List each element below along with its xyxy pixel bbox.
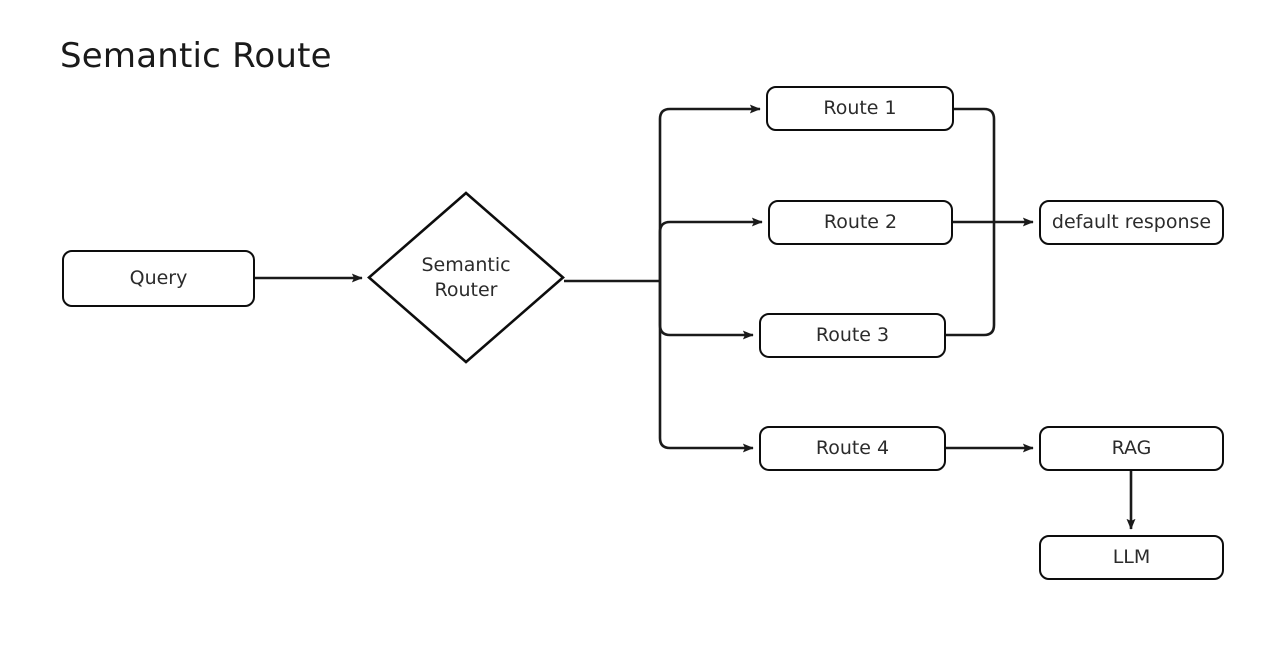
node-query-label: Query xyxy=(129,266,188,289)
node-route-4[interactable]: Route 4 xyxy=(759,426,946,471)
node-route-2[interactable]: Route 2 xyxy=(768,200,953,245)
page-title: Semantic Route xyxy=(60,36,332,76)
node-semantic-router[interactable]: Semantic Router xyxy=(366,190,566,365)
node-route-1[interactable]: Route 1 xyxy=(766,86,954,131)
edge-router-route4 xyxy=(658,281,754,453)
node-route-4-label: Route 4 xyxy=(815,436,890,459)
node-llm[interactable]: LLM xyxy=(1039,535,1224,580)
edge-router-route2 xyxy=(658,217,763,281)
node-query[interactable]: Query xyxy=(62,250,255,307)
diamond-shape xyxy=(367,191,565,364)
edge-route1-default xyxy=(954,107,996,222)
edge-router-route3 xyxy=(658,281,754,340)
node-default-response-label: default response xyxy=(1051,210,1212,233)
node-route-3[interactable]: Route 3 xyxy=(759,313,946,358)
node-rag[interactable]: RAG xyxy=(1039,426,1224,471)
edge-router-route1 xyxy=(658,104,761,281)
node-route-3-label: Route 3 xyxy=(815,323,890,346)
node-llm-label: LLM xyxy=(1112,545,1151,568)
node-route-2-label: Route 2 xyxy=(823,210,898,233)
node-default-response[interactable]: default response xyxy=(1039,200,1224,245)
node-rag-label: RAG xyxy=(1111,436,1152,459)
node-route-1-label: Route 1 xyxy=(823,96,897,119)
edge-route3-default xyxy=(946,222,996,337)
